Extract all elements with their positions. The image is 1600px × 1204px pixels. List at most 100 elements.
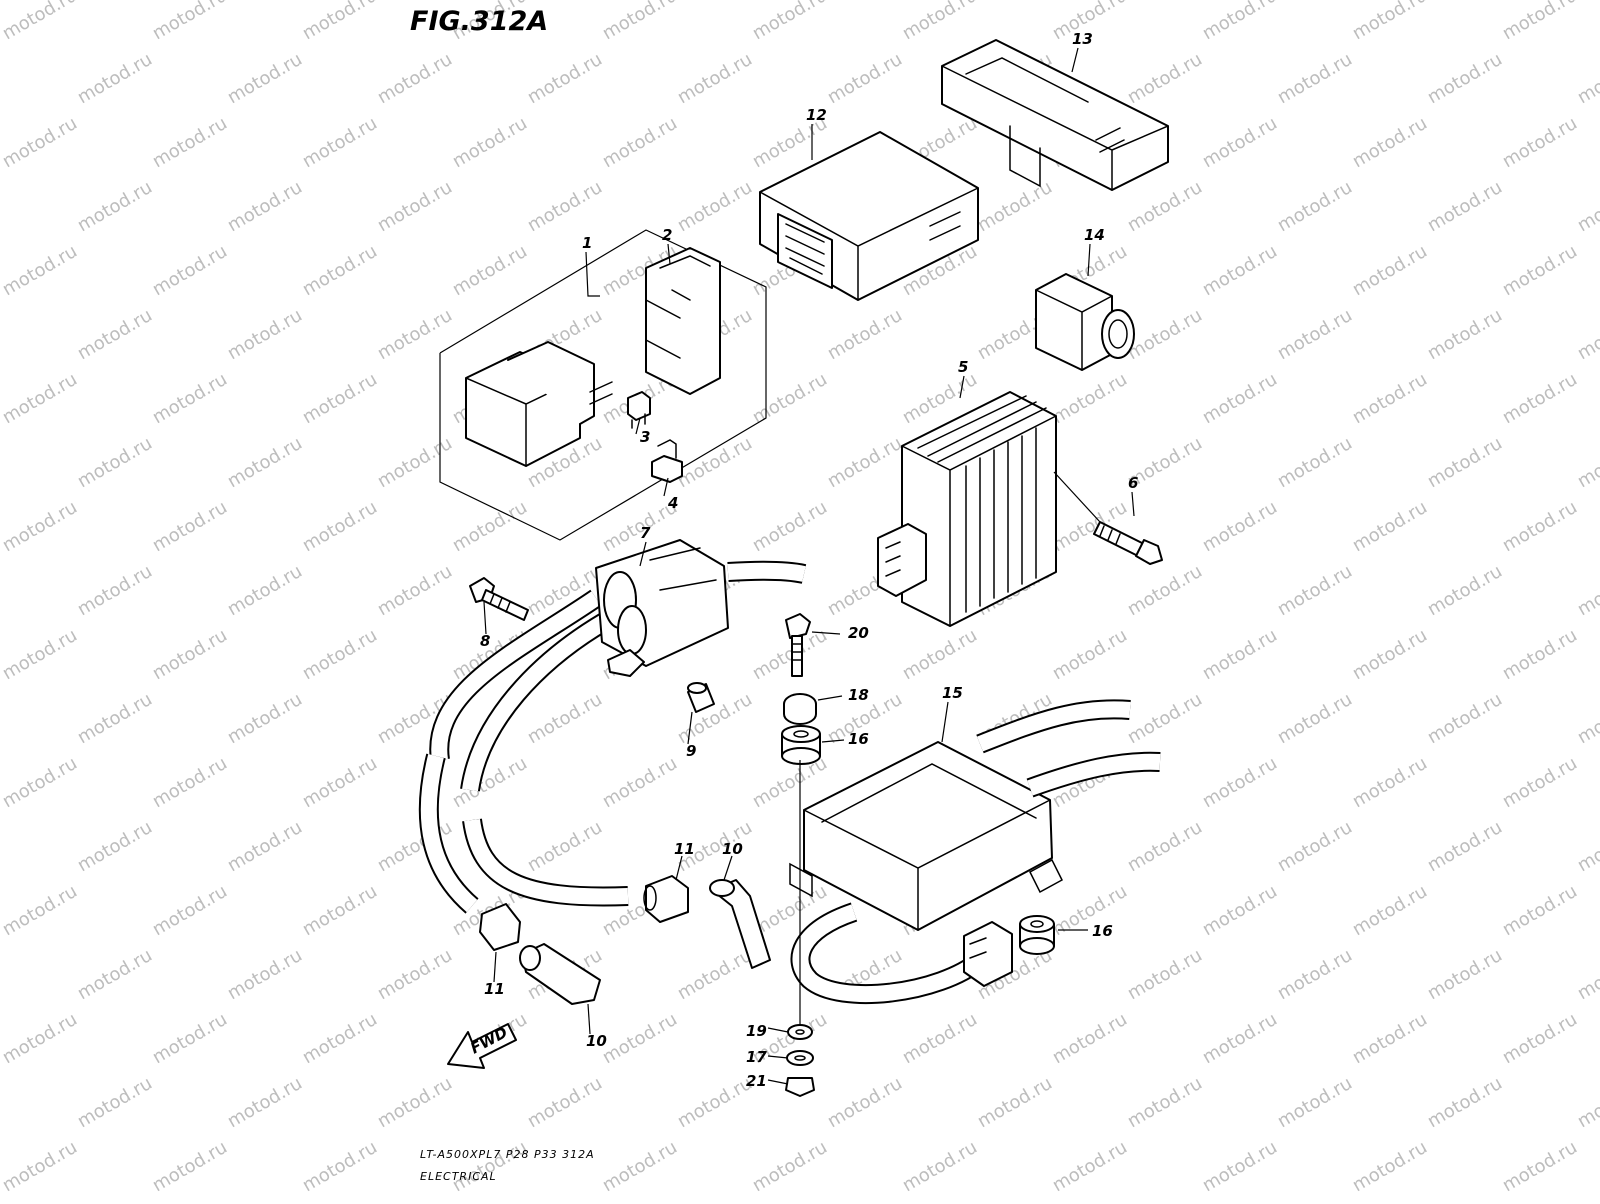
watermark-text: motod.ru xyxy=(74,177,156,236)
ignition-coil xyxy=(595,539,729,677)
watermark-text: motod.ru xyxy=(1274,305,1356,364)
watermark-text: motod.ru xyxy=(1349,369,1431,428)
watermark-text: motod.ru xyxy=(299,369,381,428)
watermark-text: motod.ru xyxy=(1049,1137,1131,1196)
watermark-text: motod.ru xyxy=(1499,1137,1581,1196)
watermark-text: motod.ru xyxy=(1124,689,1206,748)
bolt-6 xyxy=(1053,471,1163,565)
watermark-text: motod.ru xyxy=(1274,945,1356,1004)
watermark-text: motod.ru xyxy=(149,625,231,684)
watermark-text: motod.ru xyxy=(1499,753,1581,812)
watermark-text: motod.ru xyxy=(0,241,81,300)
watermark-text: motod.ru xyxy=(674,433,756,492)
nut-21 xyxy=(785,1077,815,1097)
plug-cap-11a xyxy=(643,875,689,923)
watermark-text: motod.ru xyxy=(74,49,156,108)
watermark-text: motod.ru xyxy=(1424,433,1506,492)
bolt-20 xyxy=(785,613,811,677)
ecm-holder xyxy=(941,39,1169,191)
watermark-text: motod.ru xyxy=(1124,945,1206,1004)
watermark-text: motod.ru xyxy=(74,817,156,876)
watermark-text: motod.ru xyxy=(1349,0,1431,44)
watermark-text: motod.ru xyxy=(299,625,381,684)
watermark-text: motod.ru xyxy=(1424,177,1506,236)
watermark-text: motod.ru xyxy=(524,177,606,236)
watermark-text: motod.ru xyxy=(1574,433,1600,492)
callout-number: 7 xyxy=(640,524,651,542)
watermark-text: motod.ru xyxy=(599,1009,681,1068)
callout-number: 2 xyxy=(662,226,672,244)
callout-number: 5 xyxy=(958,358,968,376)
watermark-text: motod.ru xyxy=(299,881,381,940)
watermark-text: motod.ru xyxy=(74,433,156,492)
watermark-text: motod.ru xyxy=(1199,1137,1281,1196)
fuse xyxy=(627,391,651,429)
watermark-text: motod.ru xyxy=(1349,1009,1431,1068)
watermark-text: motod.ru xyxy=(824,305,906,364)
watermark-text: motod.ru xyxy=(1199,241,1281,300)
callout-number: 20 xyxy=(848,624,869,642)
watermark-text: motod.ru xyxy=(1424,945,1506,1004)
regulator-rectifier xyxy=(877,391,1057,627)
watermark-text: motod.ru xyxy=(1499,497,1581,556)
watermark-text: motod.ru xyxy=(149,369,231,428)
watermark-text: motod.ru xyxy=(1199,497,1281,556)
watermark-text: motod.ru xyxy=(1424,561,1506,620)
plug-boot-10b xyxy=(519,943,601,1005)
watermark-text: motod.ru xyxy=(149,881,231,940)
watermark-text: motod.ru xyxy=(149,1137,231,1196)
watermark-text: motod.ru xyxy=(524,689,606,748)
watermark-text: motod.ru xyxy=(599,1137,681,1196)
watermark-text: motod.ru xyxy=(149,1009,231,1068)
watermark-text: motod.ru xyxy=(1274,689,1356,748)
collar-18 xyxy=(783,693,817,725)
plug-cap-11b xyxy=(479,903,521,951)
starter-relay xyxy=(465,341,613,467)
bolt-8 xyxy=(469,577,529,621)
watermark-text: motod.ru xyxy=(449,113,531,172)
washer-19 xyxy=(787,1024,813,1040)
watermark-text: motod.ru xyxy=(1499,113,1581,172)
watermark-text: motod.ru xyxy=(1574,49,1600,108)
callout-number: 6 xyxy=(1128,474,1138,492)
watermark-text: motod.ru xyxy=(899,625,981,684)
watermark-text: motod.ru xyxy=(74,1073,156,1132)
watermark-text: motod.ru xyxy=(374,945,456,1004)
watermark-text: motod.ru xyxy=(374,561,456,620)
watermark-text: motod.ru xyxy=(749,1137,831,1196)
watermark-text: motod.ru xyxy=(1499,241,1581,300)
watermark-text: motod.ru xyxy=(1274,433,1356,492)
watermark-text: motod.ru xyxy=(1574,817,1600,876)
callout-number: 3 xyxy=(640,428,650,446)
callout-number: 1 xyxy=(582,234,592,252)
watermark-text: motod.ru xyxy=(1424,1073,1506,1132)
watermark-text: motod.ru xyxy=(1124,49,1206,108)
watermark-text: motod.ru xyxy=(1199,0,1281,44)
watermark-text: motod.ru xyxy=(0,881,81,940)
watermark-text: motod.ru xyxy=(1199,113,1281,172)
watermark-text: motod.ru xyxy=(1499,881,1581,940)
watermark-text: motod.ru xyxy=(1499,369,1581,428)
watermark-text: motod.ru xyxy=(299,753,381,812)
watermark-text: motod.ru xyxy=(1274,177,1356,236)
watermark-text: motod.ru xyxy=(1424,49,1506,108)
watermark-text: motod.ru xyxy=(224,689,306,748)
callout-number: 11 xyxy=(674,840,695,858)
watermark-text: motod.ru xyxy=(0,0,81,44)
watermark-text: motod.ru xyxy=(1199,369,1281,428)
watermark-text: motod.ru xyxy=(749,497,831,556)
watermark-text: motod.ru xyxy=(899,1009,981,1068)
watermark-text: motod.ru xyxy=(1499,625,1581,684)
callout-number: 15 xyxy=(942,684,963,702)
watermark-text: motod.ru xyxy=(374,305,456,364)
watermark-text: motod.ru xyxy=(974,177,1056,236)
ecm-unit xyxy=(759,131,979,301)
watermark-text: motod.ru xyxy=(299,1009,381,1068)
watermark-text: motod.ru xyxy=(674,945,756,1004)
watermark-text: motod.ru xyxy=(1424,817,1506,876)
watermark-text: motod.ru xyxy=(1574,1073,1600,1132)
watermark-text: motod.ru xyxy=(224,561,306,620)
callout-number: 16 xyxy=(848,730,869,748)
